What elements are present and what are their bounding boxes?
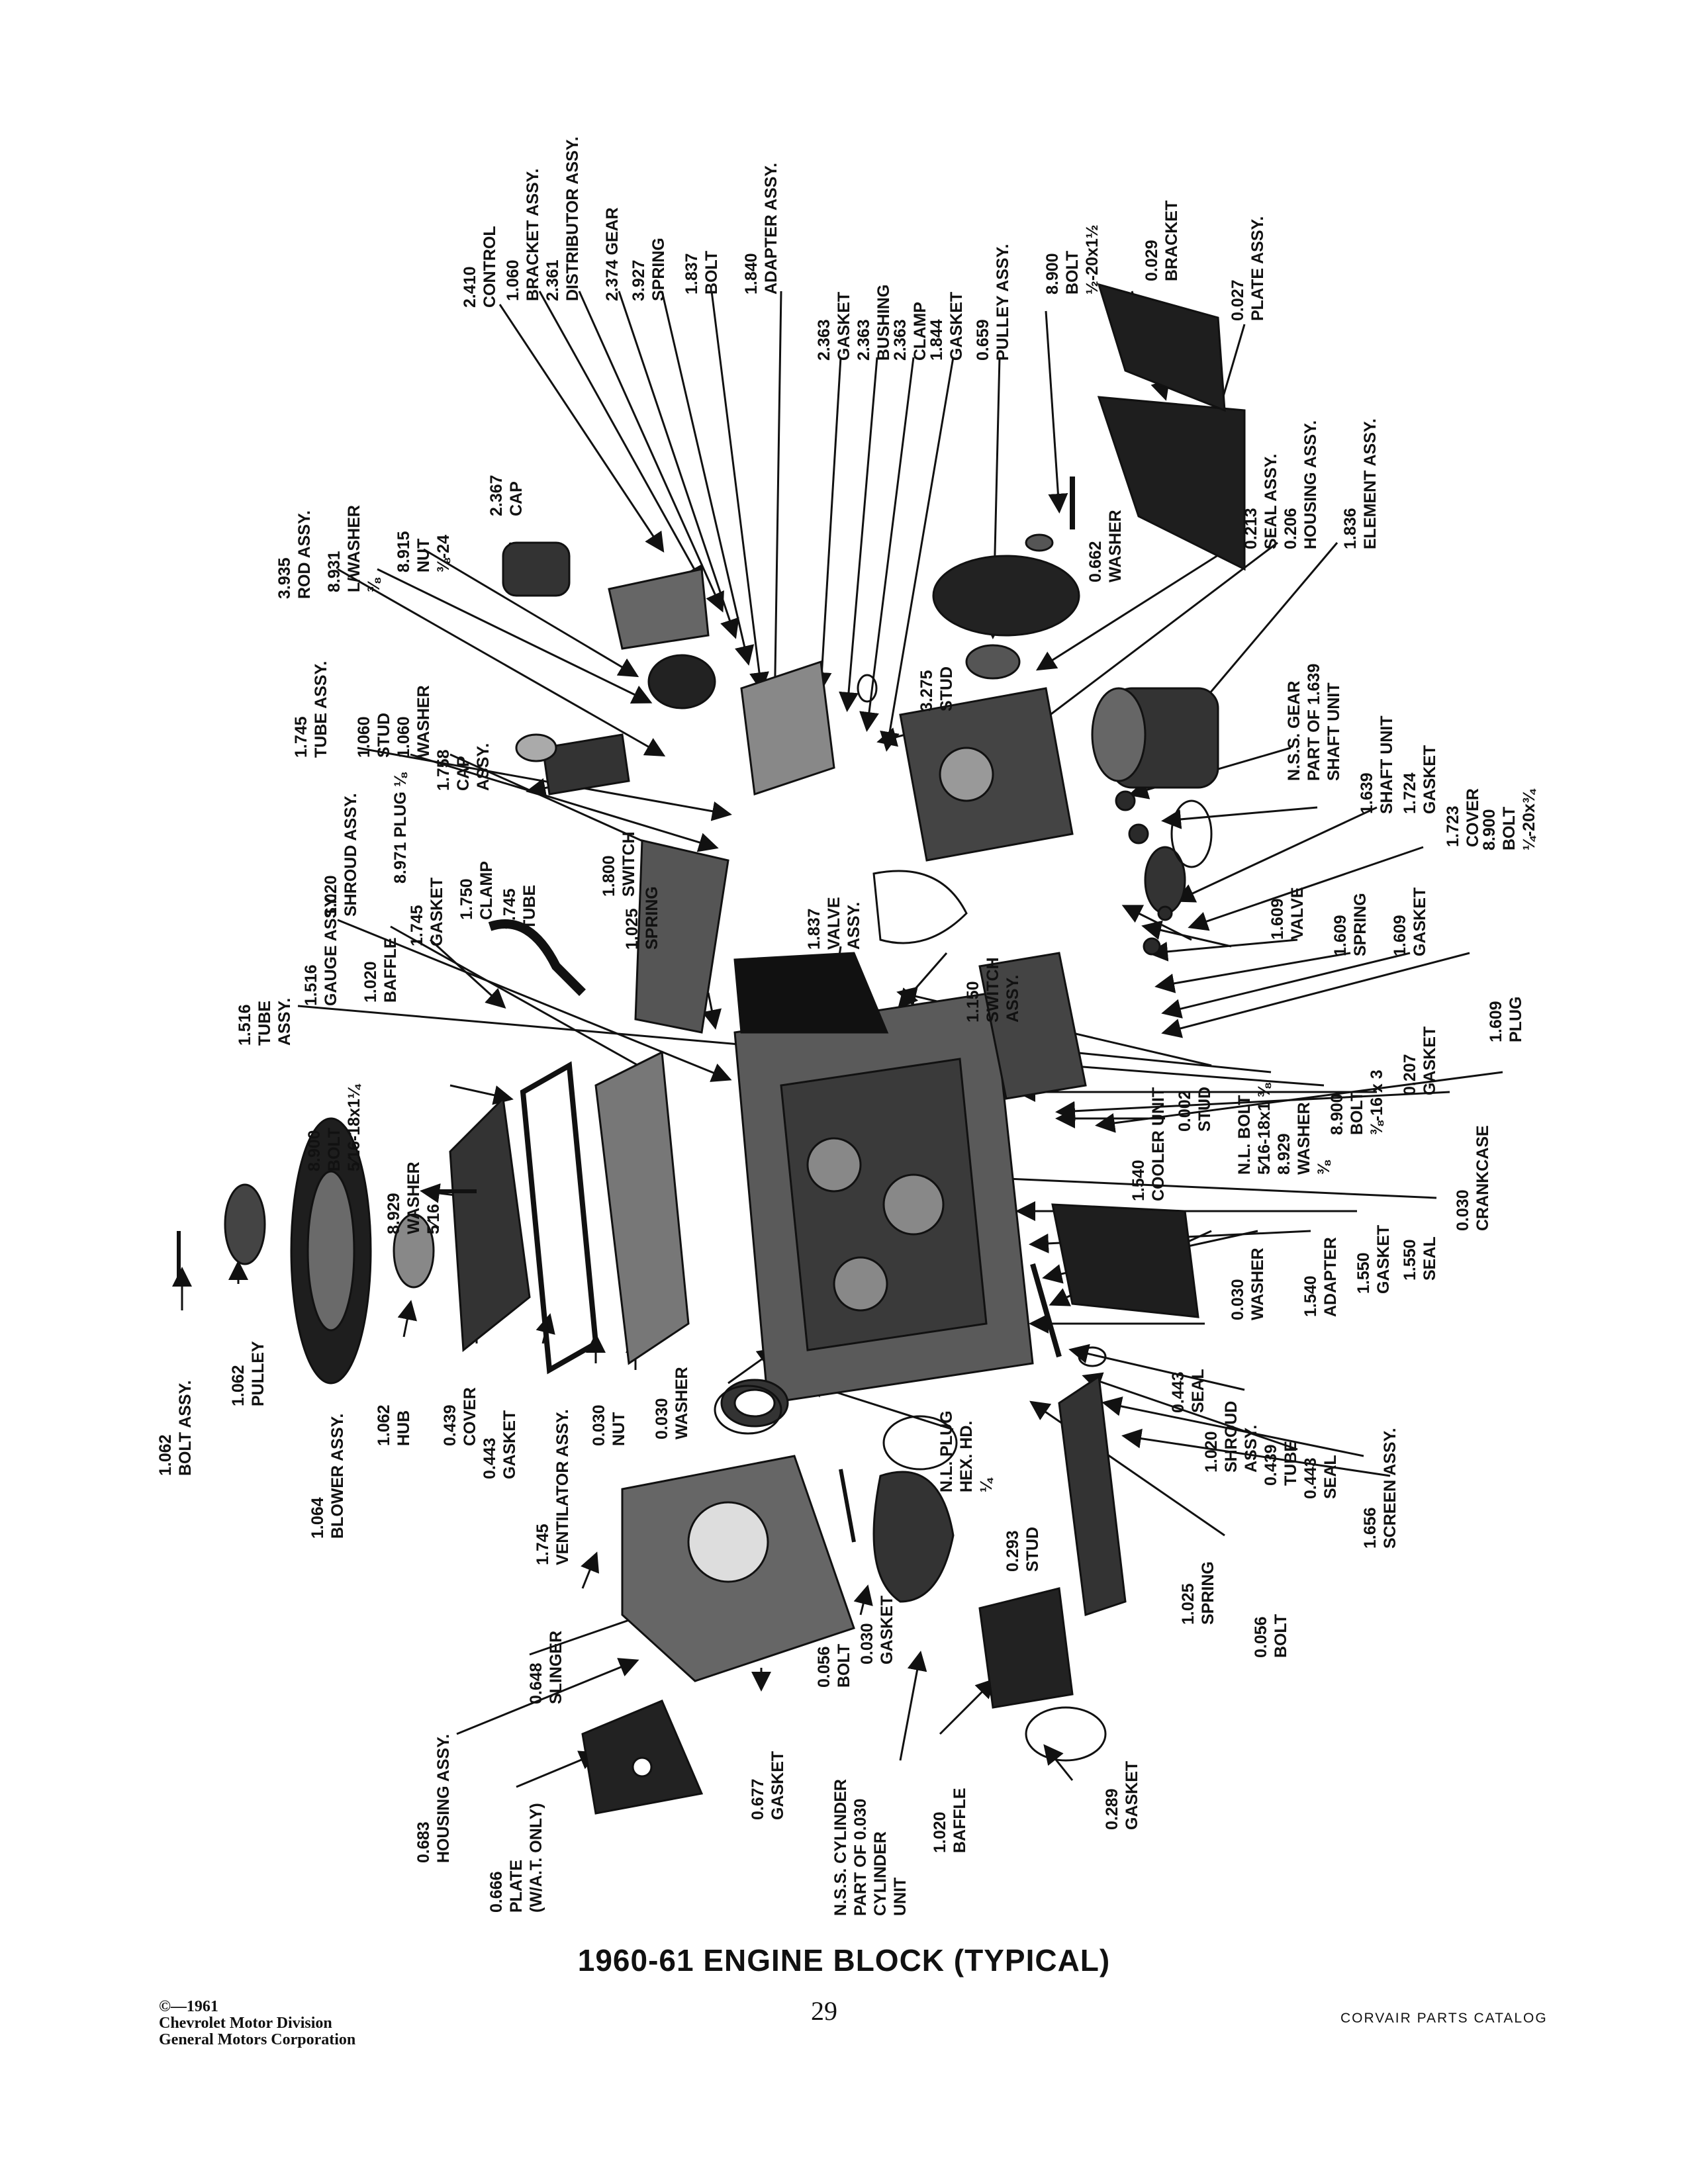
- page-title: 1960-61 ENGINE BLOCK (TYPICAL): [577, 1943, 1111, 1978]
- copyright-notice: ©—1961 Chevrolet Motor Division General …: [159, 1998, 356, 2048]
- gaskets: [714, 674, 1213, 1762]
- callout-plug-8971: 8.971 PLUG ⅛: [391, 773, 410, 884]
- callout-gear: 2.374 GEAR: [603, 207, 622, 301]
- part-shapes: [177, 283, 1246, 1815]
- page-number: 29: [811, 1996, 837, 2026]
- catalog-name: CORVAIR PARTS CATALOG: [1340, 2011, 1548, 2026]
